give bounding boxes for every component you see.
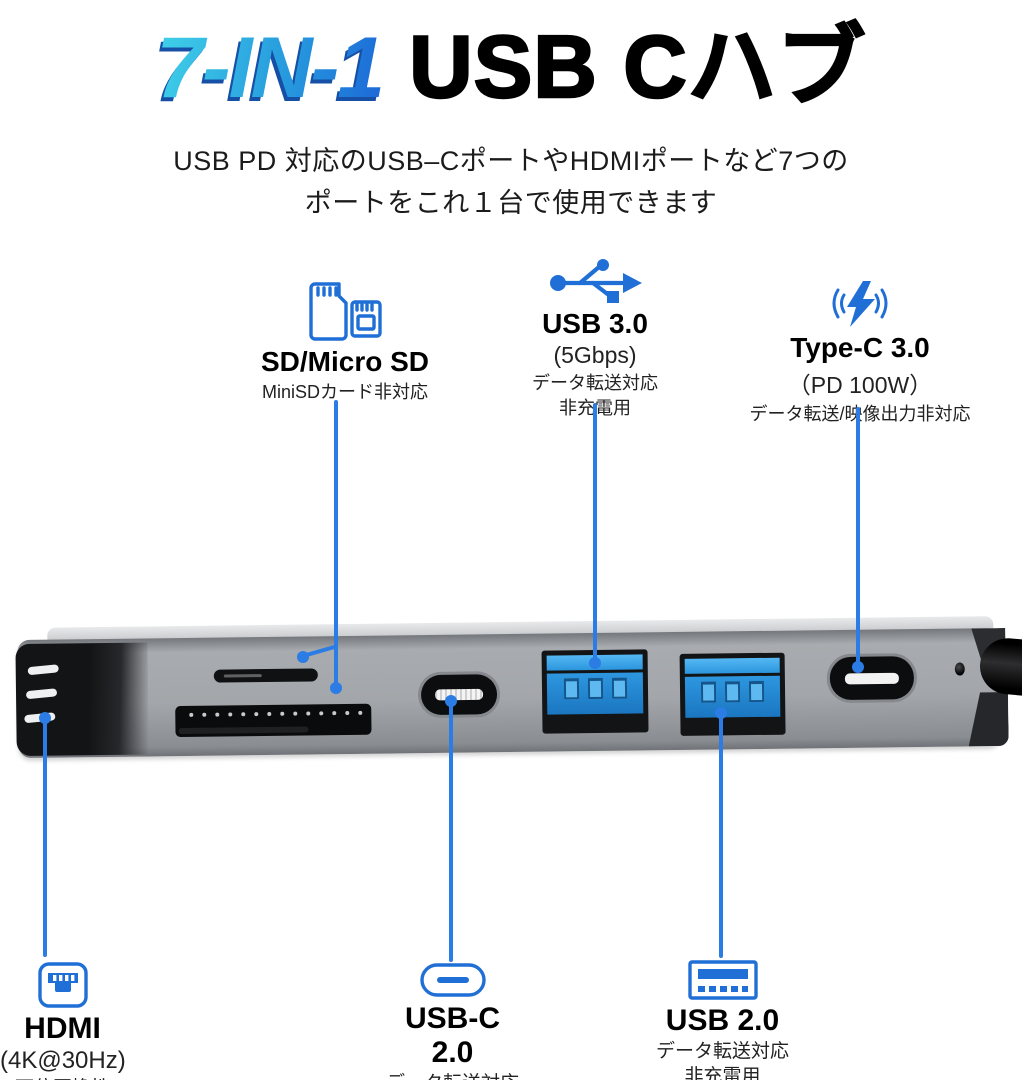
charging-bolt-icon [832, 281, 888, 327]
label-usbc2: USB-C 2.0 データ転送対応 非充電用 [380, 962, 525, 1080]
callout-dot-sd [330, 682, 342, 694]
feature-sd-note: MiniSDカード非対応 [261, 382, 428, 402]
label-hdmi: HDMI (4K@30Hz) 下位互換性 [0, 962, 126, 1080]
led-indicator [954, 662, 965, 676]
label-usb2-note2: 非充電用 [684, 1066, 761, 1080]
label-hdmi-title: HDMI [24, 1012, 101, 1045]
callout-dot-usb3 [589, 657, 601, 669]
label-usb2-note1: データ転送対応 [655, 1041, 789, 1062]
microsd-slot [213, 668, 318, 683]
feature-usb3-note1: データ転送対応 [532, 373, 658, 393]
usb2-port [679, 652, 786, 736]
callout-line-sd [334, 400, 338, 689]
title-rest: USB Cハブ [408, 16, 866, 118]
hdmi-port-pin [27, 664, 60, 676]
feature-typec-title: Type-C 3.0 [790, 332, 930, 363]
callout-dot-microsd [297, 651, 309, 663]
sd-slot-pins [175, 704, 371, 717]
usbc-port-tongue [434, 688, 484, 701]
hdmi-port-pin [25, 688, 58, 700]
label-usbc2-title: USB-C 2.0 [405, 1002, 500, 1069]
label-hdmi-spec: (4K@30Hz) [0, 1047, 126, 1074]
feature-sd-card: SD/Micro SD MiniSDカード非対応 [230, 280, 460, 403]
feature-sd-title: SD/Micro SD [260, 346, 430, 377]
feature-usb3-spec: (5Gbps) [553, 342, 637, 368]
label-usb2-title: USB 2.0 [665, 1004, 780, 1037]
sd-card-icon [309, 282, 382, 341]
usb-port-tongue [684, 675, 781, 718]
sd-slot [175, 703, 372, 738]
subtitle-line1: USB PD 対応のUSB–CポートやHDMIポートなど7つの [173, 146, 849, 176]
feature-typec: Type-C 3.0 （PD 100W） データ転送/映像出力非対応 [735, 280, 985, 425]
usb-a-port-icon [687, 960, 758, 1000]
hdmi-port-icon [37, 962, 88, 1008]
label-hdmi-note: 下位互換性 [0, 1077, 125, 1080]
typec-3-port [826, 653, 918, 704]
usb-port-bar [684, 657, 780, 674]
usb-c-port-icon [419, 963, 486, 997]
title-highlight: 7-IN-1 [156, 19, 409, 118]
label-usbc2-note1: データ転送対応 [380, 1072, 525, 1080]
hdmi-end-cap [15, 642, 149, 757]
callout-line-usb2 [719, 713, 723, 958]
usb-hub-device [11, 610, 1013, 768]
callout-dot-usbc2 [445, 695, 457, 707]
usbc-2-port [417, 671, 501, 719]
subtitle: USB PD 対応のUSB–CポートやHDMIポートなど7つの ポートをこれ１台… [0, 140, 1022, 224]
feature-typec-spec: （PD 100W） [787, 372, 933, 398]
feature-usb3-title: USB 3.0 [542, 308, 648, 339]
usb-trident-icon [550, 259, 642, 303]
callout-line-hdmi [43, 718, 47, 957]
usbc-port-tongue [844, 672, 899, 684]
label-usb2: USB 2.0 データ転送対応 非充電用 [650, 960, 795, 1080]
feature-usb3: USB 3.0 (5Gbps) データ転送対応 非充電用 [495, 256, 695, 419]
callout-dot-usb2 [715, 707, 727, 719]
callout-dot-typec [852, 661, 864, 673]
usb-port-tongue [546, 672, 644, 715]
callout-line-typec [856, 407, 860, 668]
callout-line-usbc2 [449, 701, 453, 962]
callout-line-usb3 [593, 403, 597, 664]
feature-typec-note1: データ転送/映像出力非対応 [749, 404, 971, 424]
subtitle-line2: ポートをこれ１台で使用できます [304, 188, 718, 218]
callout-dot-hdmi [39, 712, 51, 724]
